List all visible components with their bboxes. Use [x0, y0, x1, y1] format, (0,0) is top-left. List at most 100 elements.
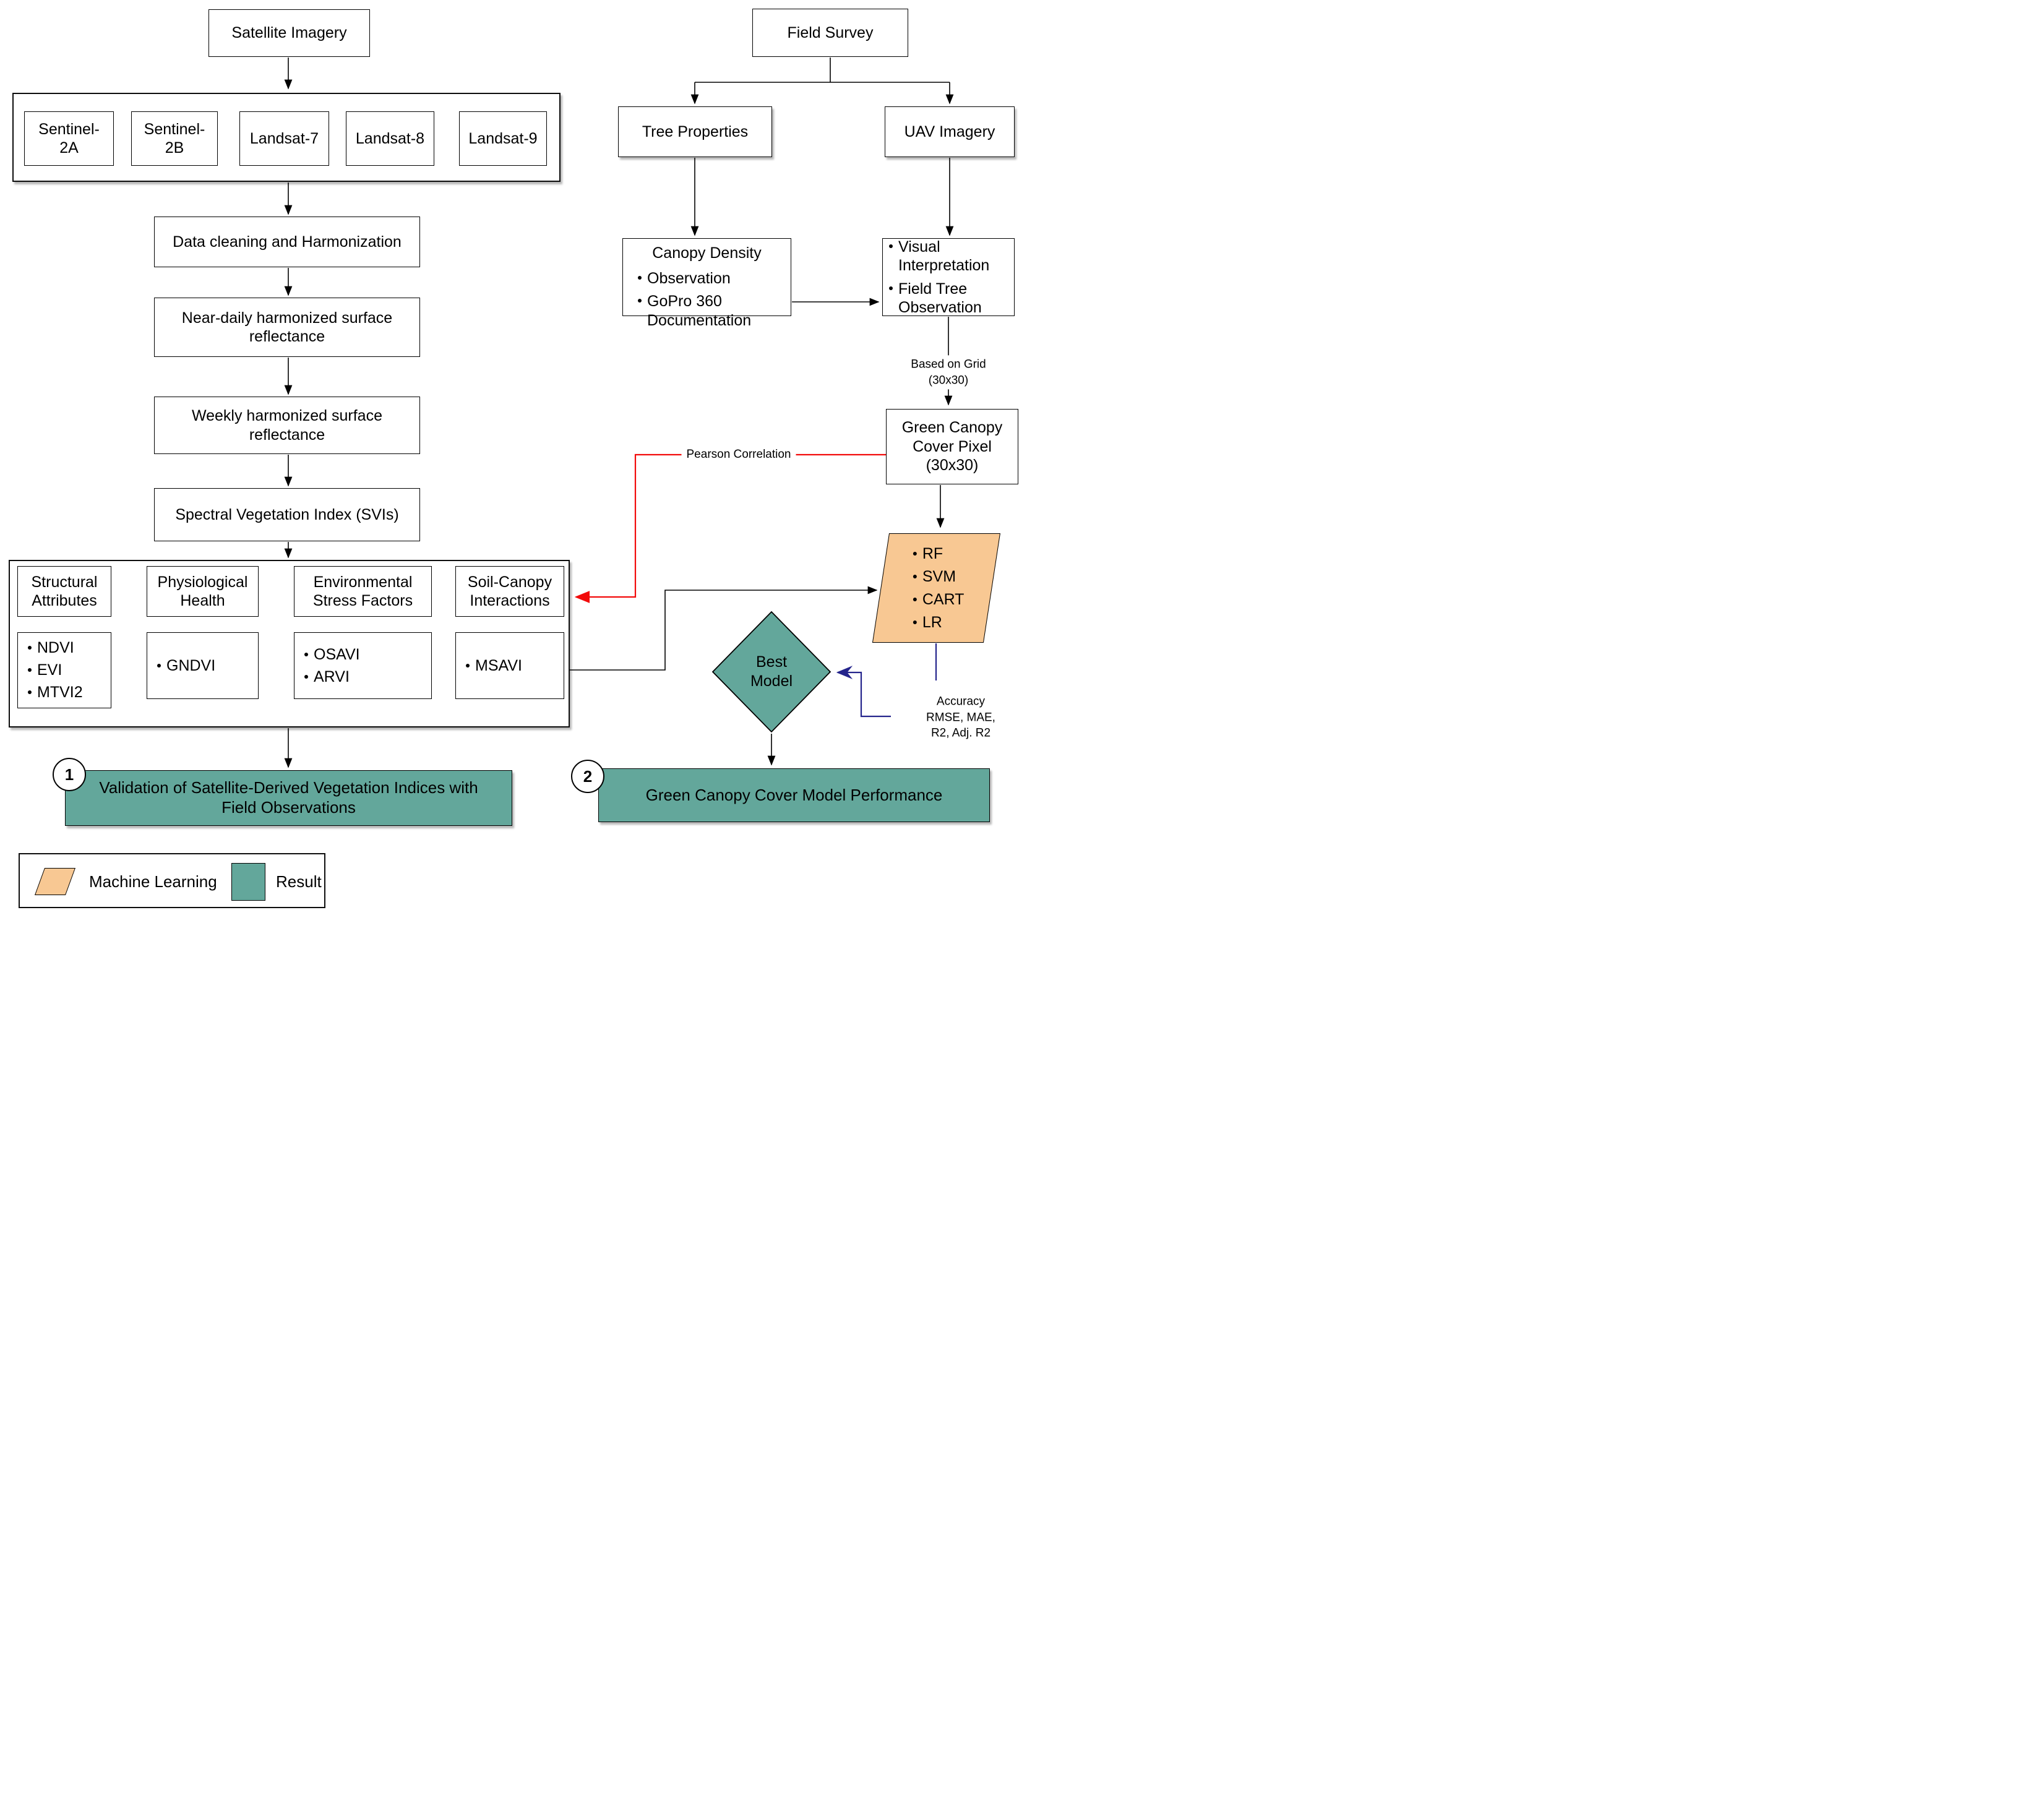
- landsat-8-label: Landsat-8: [355, 129, 425, 147]
- pearson-correlation-text: Pearson Correlation: [686, 448, 791, 461]
- satellite-imagery-box: Satellite Imagery: [208, 9, 370, 57]
- environmental-stress-box: Environmental Stress Factors: [294, 566, 432, 617]
- based-on-grid-label: Based on Grid (30x30): [906, 355, 991, 390]
- mtvi2-label: MTVI2: [37, 684, 83, 701]
- visual-interpretation-box: Visual Interpretation Field Tree Observa…: [882, 238, 1015, 316]
- structural-attributes-label: Structural Attributes: [31, 573, 98, 610]
- list-item: MSAVI: [466, 657, 560, 675]
- physiological-health-label: Physiological Health: [157, 573, 248, 610]
- svis-box: Spectral Vegetation Index (SVIs): [154, 488, 420, 541]
- tree-properties-box: Tree Properties: [618, 106, 772, 157]
- result-1-badge: 1: [53, 758, 86, 791]
- landsat-7-label: Landsat-7: [249, 129, 319, 147]
- arrow-msavi-to-mlmodels: [564, 586, 878, 671]
- list-item: LR: [913, 614, 1000, 632]
- bullet-icon: [28, 690, 32, 694]
- bullet-icon: [466, 663, 470, 667]
- pearson-correlation-label: Pearson Correlation: [681, 445, 796, 464]
- weekly-box: Weekly harmonized surface reflectance: [154, 397, 420, 454]
- canopy-density-title: Canopy Density: [652, 244, 762, 262]
- gcc-pixel-label: Green Canopy Cover Pixel (30x30): [901, 419, 1003, 474]
- tree-properties-label: Tree Properties: [642, 122, 749, 140]
- legend-box: Machine Learning Result: [19, 853, 325, 908]
- legend-machine-learning-label: Machine Learning: [89, 872, 217, 891]
- evi-label: EVI: [37, 661, 62, 679]
- bullet-icon: [28, 646, 32, 650]
- observation-label: Observation: [647, 269, 731, 287]
- list-item: ARVI: [304, 668, 428, 686]
- best-model-label: Best Model: [750, 653, 793, 690]
- weekly-label: Weekly harmonized surface reflectance: [191, 407, 382, 444]
- list-item: Visual Interpretation: [889, 238, 1002, 275]
- bullet-icon: [638, 299, 642, 303]
- sentinel-2a-label: Sentinel-2A: [38, 120, 100, 157]
- list-item: SVM: [913, 568, 1000, 586]
- structural-attributes-box: Structural Attributes: [17, 566, 111, 617]
- satellite-landsat-9: Landsat-9: [459, 111, 547, 166]
- satellite-imagery-label: Satellite Imagery: [231, 24, 347, 42]
- list-item: OSAVI: [304, 646, 428, 664]
- bullet-icon: [157, 663, 161, 667]
- gndvi-label: GNDVI: [166, 656, 216, 674]
- list-item: NDVI: [28, 639, 107, 657]
- legend-result-label: Result: [276, 872, 322, 891]
- landsat-9-label: Landsat-9: [468, 129, 538, 147]
- list-item: RF: [913, 545, 1000, 563]
- result-1-box: Validation of Satellite-Derived Vegetati…: [65, 770, 512, 826]
- result-1-label: Validation of Satellite-Derived Vegetati…: [99, 778, 478, 817]
- soil-canopy-box: Soil-Canopy Interactions: [455, 566, 564, 617]
- msavi-label: MSAVI: [475, 656, 522, 674]
- arrow-pearson-correlation: [574, 453, 886, 603]
- satellite-sentinel-2a: Sentinel-2A: [24, 111, 114, 166]
- soil-canopy-label: Soil-Canopy Interactions: [467, 573, 552, 610]
- structural-indices-box: NDVI EVI MTVI2: [17, 632, 111, 708]
- accuracy-line2: RMSE, MAE,: [926, 711, 995, 724]
- result-2-badge-number: 2: [583, 766, 593, 786]
- arvi-label: ARVI: [314, 667, 350, 685]
- list-item: GoPro 360 Documentation: [638, 292, 771, 330]
- uav-imagery-label: UAV Imagery: [904, 122, 995, 140]
- soil-indices-box: MSAVI: [455, 632, 564, 699]
- bullet-icon: [638, 275, 642, 280]
- physiological-health-box: Physiological Health: [147, 566, 259, 617]
- legend-machine-learning: Machine Learning: [89, 854, 217, 909]
- bullet-icon: [913, 551, 917, 556]
- legend-result: Result: [276, 854, 322, 909]
- result-2-label: Green Canopy Cover Model Performance: [645, 785, 943, 804]
- list-item: MTVI2: [28, 684, 107, 702]
- list-item: Field Tree Observation: [889, 280, 1002, 317]
- accuracy-line1: Accuracy: [936, 695, 986, 708]
- field-survey-box: Field Survey: [752, 9, 908, 57]
- based-on-grid-line1: Based on Grid: [911, 358, 986, 371]
- data-cleaning-label: Data cleaning and Harmonization: [173, 233, 402, 251]
- field-survey-label: Field Survey: [787, 24, 874, 41]
- list-item: EVI: [28, 661, 107, 679]
- bullet-icon: [913, 597, 917, 601]
- accuracy-line3: R2, Adj. R2: [930, 726, 991, 740]
- gcc-pixel-box: Green Canopy Cover Pixel (30x30): [886, 409, 1018, 484]
- bullet-icon: [304, 652, 308, 656]
- bullet-icon: [913, 574, 917, 578]
- visual-interpretation-label: Visual Interpretation: [898, 238, 990, 275]
- arrow-accuracy-to-bestmodel: [836, 666, 891, 718]
- list-item: Observation: [638, 269, 771, 288]
- best-model-diamond: Best Model: [711, 611, 831, 733]
- bullet-icon: [889, 244, 893, 248]
- ml-models-list: RF SVM CART LR: [890, 534, 1000, 642]
- near-daily-label: Near-daily harmonized surface reflectanc…: [181, 309, 393, 346]
- satellite-landsat-8: Landsat-8: [346, 111, 434, 166]
- satellite-landsat-7: Landsat-7: [239, 111, 329, 166]
- bullet-icon: [304, 674, 308, 679]
- osavi-label: OSAVI: [314, 645, 360, 663]
- near-daily-box: Near-daily harmonized surface reflectanc…: [154, 298, 420, 357]
- environmental-indices-box: OSAVI ARVI: [294, 632, 432, 699]
- satellites-container: Sentinel-2A Sentinel-2B Landsat-7 Landsa…: [12, 93, 561, 182]
- lr-label: LR: [922, 613, 942, 631]
- physiological-indices-box: GNDVI: [147, 632, 259, 699]
- result-swatch-icon: [231, 863, 265, 901]
- svm-label: SVM: [922, 567, 956, 585]
- accuracy-metrics-label: Accuracy RMSE, MAE, R2, Adj. R2: [921, 692, 1000, 743]
- list-item: GNDVI: [157, 657, 254, 675]
- result-1-badge-number: 1: [64, 765, 74, 784]
- bullet-icon: [889, 286, 893, 290]
